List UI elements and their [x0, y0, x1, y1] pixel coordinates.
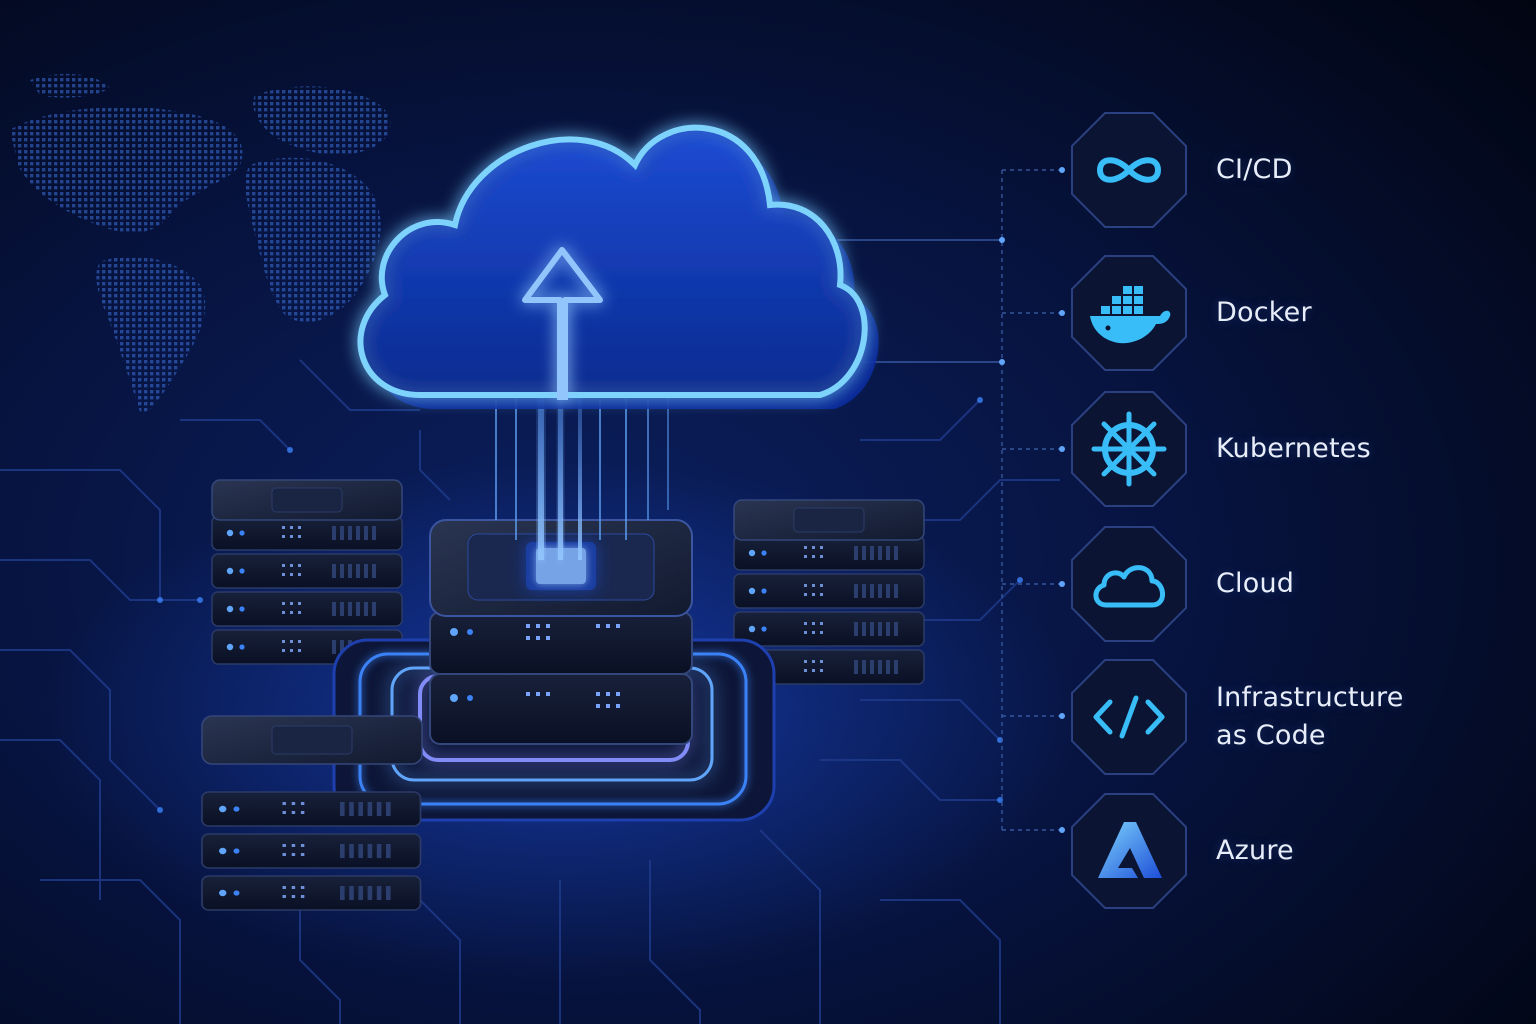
- tech-label: Infrastructure as Code: [1216, 682, 1404, 751]
- tech-label: Cloud: [1216, 568, 1295, 599]
- server-stack-front-left: [201, 715, 423, 911]
- tech-item-kubernetes: Kubernetes: [1072, 392, 1492, 506]
- connector-dots: [999, 167, 1065, 833]
- server-stack-left-back: [211, 479, 403, 665]
- tech-item-cloud: Cloud: [1072, 527, 1492, 641]
- tech-label: CI/CD: [1216, 154, 1293, 185]
- cloud-icon: [1072, 527, 1186, 641]
- tech-label: Azure: [1216, 835, 1294, 866]
- tech-label: Kubernetes: [1216, 433, 1371, 464]
- tech-item-azure: Azure: [1072, 794, 1492, 908]
- world-map: [10, 73, 391, 413]
- docker-whale-icon: [1072, 256, 1186, 370]
- tech-item-docker: Docker: [1072, 256, 1492, 370]
- azure-logo-icon: [1072, 794, 1186, 908]
- code-brackets-icon: [1072, 660, 1186, 774]
- tech-item-cicd: CI/CD: [1072, 113, 1492, 227]
- tech-item-infrastructure-as-code: Infrastructure as Code: [1072, 660, 1492, 774]
- server-stack-right: [733, 499, 925, 685]
- infinity-icon: [1072, 113, 1186, 227]
- ship-wheel-icon: [1072, 392, 1186, 506]
- tech-badges: [1071, 112, 1187, 909]
- tech-label: Docker: [1216, 297, 1312, 328]
- circuit-traces: [0, 359, 1060, 1024]
- upload-cloud: [357, 124, 879, 409]
- central-server: [429, 519, 693, 745]
- connector-lines: [830, 169, 1062, 831]
